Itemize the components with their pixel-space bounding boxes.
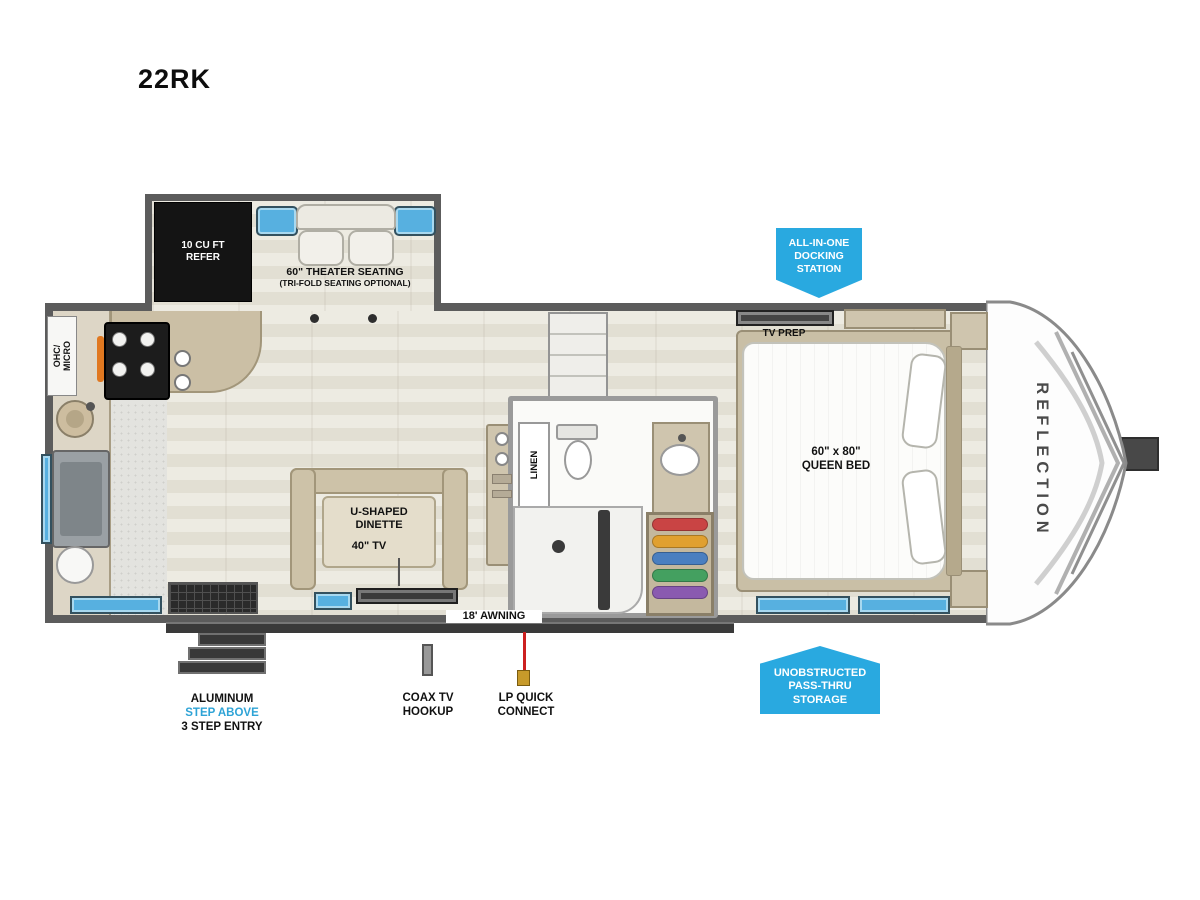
entry-door-mat <box>168 582 258 614</box>
tv-40 <box>356 588 458 604</box>
lp-quick-connect-label: LP QUICK CONNECT <box>497 692 555 718</box>
front-cap <box>986 300 1159 626</box>
linen-label: LINEN <box>528 450 540 480</box>
dresser <box>844 309 946 329</box>
theater-seating-label: 60" THEATER SEATING (TRI-FOLD SEATING OP… <box>279 266 411 289</box>
entry-step <box>198 633 266 646</box>
lp-connector-icon <box>517 670 530 686</box>
pointer-line <box>398 558 400 586</box>
callout-line: ALL-IN-ONE <box>788 236 850 249</box>
burner-icon <box>140 332 155 347</box>
hitch-pin <box>1121 437 1159 471</box>
window <box>756 596 850 614</box>
shower <box>513 506 643 614</box>
counter-item <box>492 490 512 498</box>
hanging-clothes <box>652 569 708 582</box>
callout-line: STORAGE <box>792 693 848 706</box>
hanging-clothes <box>652 518 708 531</box>
sink-basin <box>66 410 84 428</box>
burner-icon <box>112 362 127 377</box>
toilet-tank <box>556 424 598 440</box>
dinette-bench <box>290 468 316 590</box>
window <box>41 454 52 544</box>
docking-station-callout: ALL-IN-ONE DOCKING STATION <box>776 228 862 298</box>
callout-line: DOCKING <box>794 249 844 262</box>
refrigerator: 10 CU FT REFER <box>154 202 252 302</box>
entry-step <box>188 647 266 660</box>
bathroom-sink <box>660 444 700 476</box>
hanging-clothes <box>652 535 708 548</box>
callout-line: STATION <box>796 262 842 275</box>
cap-chevron <box>1054 331 1121 595</box>
round-basin <box>56 546 94 584</box>
theater-seat <box>298 230 344 266</box>
hanging-clothes <box>652 586 708 599</box>
showerhead-icon <box>552 540 565 553</box>
pantry-cabinet <box>548 312 608 398</box>
dinette-label: U-SHAPED DINETTE <box>350 506 408 531</box>
brand-label: REFLECTION <box>1033 382 1051 538</box>
window <box>70 596 162 614</box>
recliner-foot <box>310 314 319 323</box>
dinette-bench <box>290 468 468 494</box>
hanging-clothes <box>652 552 708 565</box>
callout-line: UNOBSTRUCTED <box>773 666 867 679</box>
model-title: 22RK <box>138 64 212 94</box>
overhead-cabinet-microwave <box>47 316 77 396</box>
burner-icon <box>112 332 127 347</box>
awning-rail <box>166 622 734 633</box>
entry-step <box>178 661 266 674</box>
window <box>256 206 298 236</box>
sink-basin <box>60 462 102 536</box>
cup-icon <box>174 350 191 367</box>
coax-hookup-label: COAX TV HOOKUP <box>402 692 454 718</box>
callout-line: PASS-THRU <box>788 680 852 693</box>
cap-chevron <box>1034 340 1105 586</box>
sink-bowl <box>495 432 509 446</box>
nightstand <box>950 312 988 350</box>
window <box>858 596 950 614</box>
towel <box>97 336 104 382</box>
window <box>314 592 352 610</box>
window <box>394 206 436 236</box>
refrigerator-label: REFER <box>186 252 220 263</box>
shower-door <box>598 510 610 610</box>
nightstand <box>950 570 988 608</box>
queen-bed-label: 60" x 80" QUEEN BED <box>801 446 871 472</box>
linen-closet <box>518 422 550 508</box>
refrigerator-label: 10 CU FT <box>181 239 225 251</box>
tv-prep-label: TV PREP <box>762 328 806 339</box>
awning-label: 18' AWNING <box>446 610 542 623</box>
pass-thru-storage-callout: UNOBSTRUCTED PASS-THRU STORAGE <box>760 646 880 714</box>
tv-40-label: 40" TV <box>351 540 387 552</box>
burner-icon <box>140 362 155 377</box>
tv-prep-location <box>736 310 834 326</box>
sink-bowl <box>495 452 509 466</box>
faucet-icon <box>86 402 95 411</box>
dinette-bench <box>442 468 468 590</box>
cup-icon <box>174 374 191 391</box>
faucet-icon <box>678 434 686 442</box>
counter-item <box>492 474 512 484</box>
toilet <box>564 440 592 480</box>
cooktop <box>104 322 170 400</box>
coax-connector-icon <box>422 644 433 676</box>
recliner-foot <box>368 314 377 323</box>
entry-steps-label: ALUMINUM STEP ABOVE 3 STEP ENTRY <box>181 693 263 733</box>
theater-seat-backrest <box>296 204 396 230</box>
cap-chevron <box>1070 351 1126 575</box>
lp-connector-line <box>523 632 526 674</box>
dinette-table <box>322 496 436 568</box>
headboard <box>946 346 962 576</box>
cap-outline <box>986 300 1128 626</box>
theater-seat <box>348 230 394 266</box>
ohc-micro-label: OHC/ MICRO <box>51 341 73 371</box>
